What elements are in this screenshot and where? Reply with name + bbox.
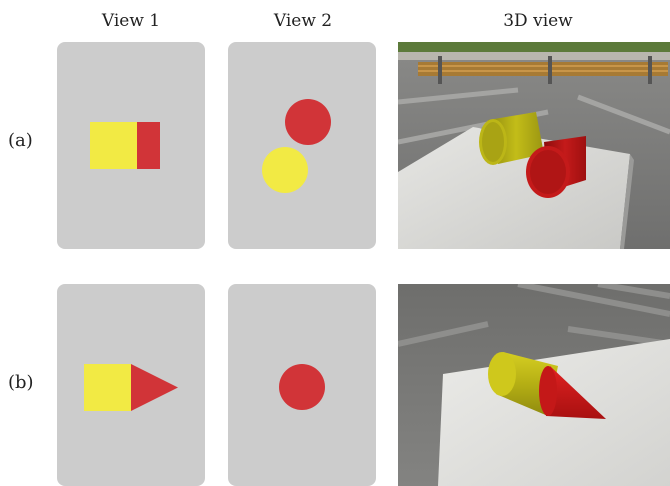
- red-circle: [279, 364, 325, 410]
- row-b-view1-panel: [57, 284, 205, 486]
- row-b-view2-panel: [228, 284, 376, 486]
- yellow-rectangle: [90, 122, 137, 169]
- red-triangle: [131, 364, 178, 411]
- row-label-a: (a): [8, 130, 33, 151]
- red-rectangle: [137, 122, 160, 169]
- row-b-view1-diagram: [84, 364, 178, 411]
- column-header-view1: View 1: [101, 11, 161, 31]
- row-a-3d-scene: [398, 42, 670, 249]
- column-header-3d-view: 3D view: [503, 11, 573, 31]
- row-label-b: (b): [8, 372, 34, 393]
- red-cone: [546, 366, 606, 419]
- row-a-view1-diagram: [90, 122, 160, 169]
- row-a-view2-panel: [228, 42, 376, 249]
- column-header-view2: View 2: [273, 11, 333, 31]
- row-b-3d-view-image: [398, 284, 670, 486]
- row-a-view2-diagram: [262, 99, 331, 193]
- yellow-square: [84, 364, 131, 411]
- row-b-view2-diagram: [279, 364, 325, 410]
- row-a-3d-view-image: [398, 42, 670, 249]
- row-b-3d-scene: [398, 284, 670, 486]
- red-circle: [285, 99, 331, 145]
- yellow-circle: [262, 147, 308, 193]
- row-a-view1-panel: [57, 42, 205, 249]
